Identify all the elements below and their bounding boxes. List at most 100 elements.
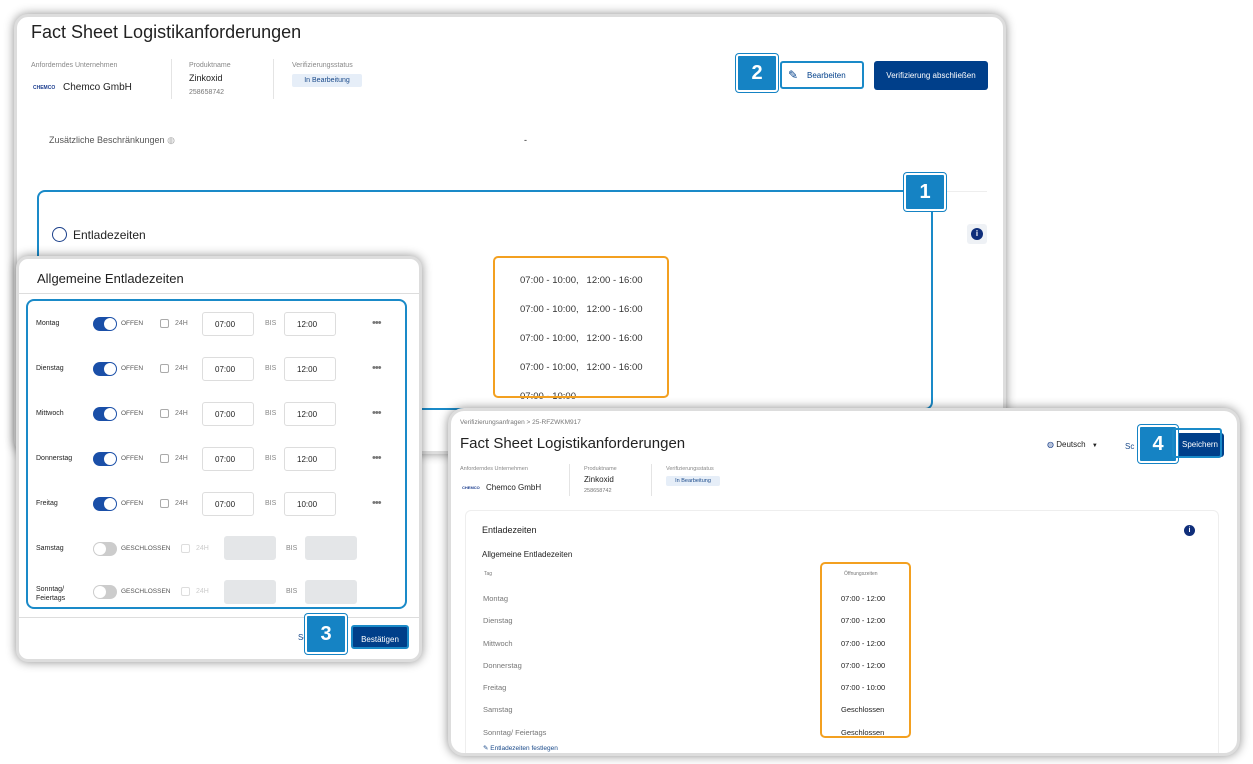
- more-options-icon[interactable]: •••: [372, 317, 382, 329]
- hours-cell: 07:00 - 12:00: [841, 638, 886, 648]
- to-time-input[interactable]: [305, 536, 357, 560]
- to-time-input[interactable]: 12:00: [284, 402, 336, 426]
- to-time-input[interactable]: 12:00: [284, 357, 336, 381]
- open-toggle[interactable]: [93, 452, 117, 466]
- divider: [273, 59, 274, 99]
- info-icon: i: [971, 228, 983, 240]
- open-toggle[interactable]: [93, 407, 117, 421]
- day-label: Samstag: [36, 545, 64, 552]
- time-summary-row: 07:00 - 10:00, 12:00 - 16:00: [520, 333, 643, 344]
- open-toggle[interactable]: [93, 585, 117, 599]
- day-cell: Sonntag/ Feiertags: [483, 727, 547, 737]
- product-name: Zinkoxid: [189, 73, 223, 83]
- product-id: 258658742: [584, 488, 612, 494]
- fact-sheet-edit-panel: Verifizierungsanfragen > 25-RFZWKM917 Fa…: [448, 408, 1240, 756]
- from-time-input[interactable]: 07:00: [202, 492, 254, 516]
- hours-cell: Geschlossen: [841, 727, 885, 737]
- 24h-checkbox[interactable]: [160, 454, 169, 463]
- more-options-icon[interactable]: •••: [372, 362, 382, 374]
- clock-icon: [52, 227, 67, 242]
- language-selector[interactable]: ◍ Deutsch ▼: [1047, 440, 1098, 449]
- breadcrumb-link[interactable]: Verifizierungsanfragen: [460, 419, 525, 426]
- from-time-input[interactable]: 07:00: [202, 357, 254, 381]
- product-label: Produktname: [189, 62, 231, 69]
- confirm-button[interactable]: Bestätigen: [351, 625, 409, 649]
- table-row: Mittwoch 07:00 - 12:00: [483, 633, 903, 655]
- 24h-label: 24H: [196, 588, 209, 595]
- day-label: Dienstag: [36, 365, 64, 372]
- dialog-title: Allgemeine Entladezeiten: [37, 271, 184, 286]
- page-title: Fact Sheet Logistikanforderungen: [460, 435, 686, 452]
- open-toggle[interactable]: [93, 497, 117, 511]
- restrictions-value: -: [524, 135, 527, 145]
- 24h-checkbox[interactable]: [160, 499, 169, 508]
- globe-icon: ◍: [167, 135, 175, 145]
- to-time-input[interactable]: 12:00: [284, 312, 336, 336]
- more-options-icon[interactable]: •••: [372, 452, 382, 464]
- 24h-checkbox[interactable]: [160, 364, 169, 373]
- highlight-save-button: [1172, 428, 1222, 458]
- open-toggle[interactable]: [93, 542, 117, 556]
- 24h-checkbox[interactable]: [181, 544, 190, 553]
- caret-down-icon: ▼: [1091, 443, 1098, 449]
- callout-2: 2: [736, 54, 778, 92]
- day-cell: Mittwoch: [483, 638, 513, 648]
- divider: [171, 59, 172, 99]
- complete-verification-button[interactable]: Verifizierung abschließen: [874, 61, 988, 90]
- day-cell: Donnerstag: [483, 660, 522, 670]
- more-options-icon[interactable]: •••: [372, 407, 382, 419]
- cancel-button[interactable]: Sc: [298, 633, 308, 642]
- day-label: Montag: [36, 320, 60, 327]
- to-time-input[interactable]: 10:00: [284, 492, 336, 516]
- from-time-input[interactable]: 07:00: [202, 402, 254, 426]
- bis-label: BIS: [286, 545, 298, 552]
- bis-label: BIS: [265, 500, 277, 507]
- from-time-input[interactable]: [224, 536, 276, 560]
- status-badge: In Bearbeitung: [292, 74, 362, 87]
- unloading-card: [465, 510, 1219, 753]
- hours-cell: 07:00 - 12:00: [841, 594, 886, 603]
- highlight-time-summary: [493, 256, 669, 398]
- time-summary-row: 07:00 - 10:00, 12:00 - 16:00: [520, 362, 643, 373]
- info-icon[interactable]: i: [1184, 525, 1195, 536]
- pencil-icon: ✎: [788, 68, 799, 82]
- 24h-checkbox[interactable]: [160, 409, 169, 418]
- open-state-label: OFFEN: [121, 365, 144, 372]
- set-unloading-times-link[interactable]: ✎ Entladezeiten festlegen: [483, 745, 558, 752]
- hours-cell: 07:00 - 12:00: [841, 616, 886, 626]
- edit-button[interactable]: ✎ Bearbeiten: [780, 61, 864, 89]
- save-button[interactable]: Speichern: [1176, 433, 1224, 457]
- bis-label: BIS: [265, 410, 277, 417]
- from-time-input[interactable]: 07:00: [202, 447, 254, 471]
- company-name: Chemco GmbH: [63, 82, 132, 93]
- day-label: Freitag: [36, 500, 58, 507]
- section-title: Entladezeiten: [73, 228, 146, 242]
- open-toggle[interactable]: [93, 362, 117, 376]
- to-time-input[interactable]: 12:00: [284, 447, 336, 471]
- 24h-label: 24H: [175, 365, 188, 372]
- restrictions-label: Zusätzliche Beschränkungen ◍: [49, 135, 175, 145]
- 24h-label: 24H: [196, 545, 209, 552]
- from-time-input[interactable]: [224, 580, 276, 604]
- callout-1: 1: [904, 173, 946, 211]
- hours-cell: 07:00 - 12:00: [841, 660, 886, 670]
- day-label: Sonntag/ Feiertags: [36, 586, 66, 602]
- status-badge: In Bearbeitung: [666, 476, 720, 486]
- bis-label: BIS: [286, 588, 298, 595]
- callout-4: 4: [1138, 425, 1178, 463]
- dialog-top-divider: [19, 293, 419, 294]
- info-button[interactable]: i: [967, 224, 987, 244]
- more-options-icon[interactable]: •••: [372, 497, 382, 509]
- 24h-checkbox[interactable]: [160, 319, 169, 328]
- 24h-checkbox[interactable]: [181, 587, 190, 596]
- open-toggle[interactable]: [93, 317, 117, 331]
- callout-3: 3: [305, 614, 347, 654]
- bis-label: BIS: [265, 455, 277, 462]
- company-label: Anforderndes Unternehmen: [31, 62, 118, 69]
- from-time-input[interactable]: 07:00: [202, 312, 254, 336]
- day-cell: Dienstag: [483, 616, 513, 626]
- cancel-button[interactable]: Sc: [1125, 442, 1135, 451]
- to-time-input[interactable]: [305, 580, 357, 604]
- globe-icon: ◍: [1047, 440, 1054, 449]
